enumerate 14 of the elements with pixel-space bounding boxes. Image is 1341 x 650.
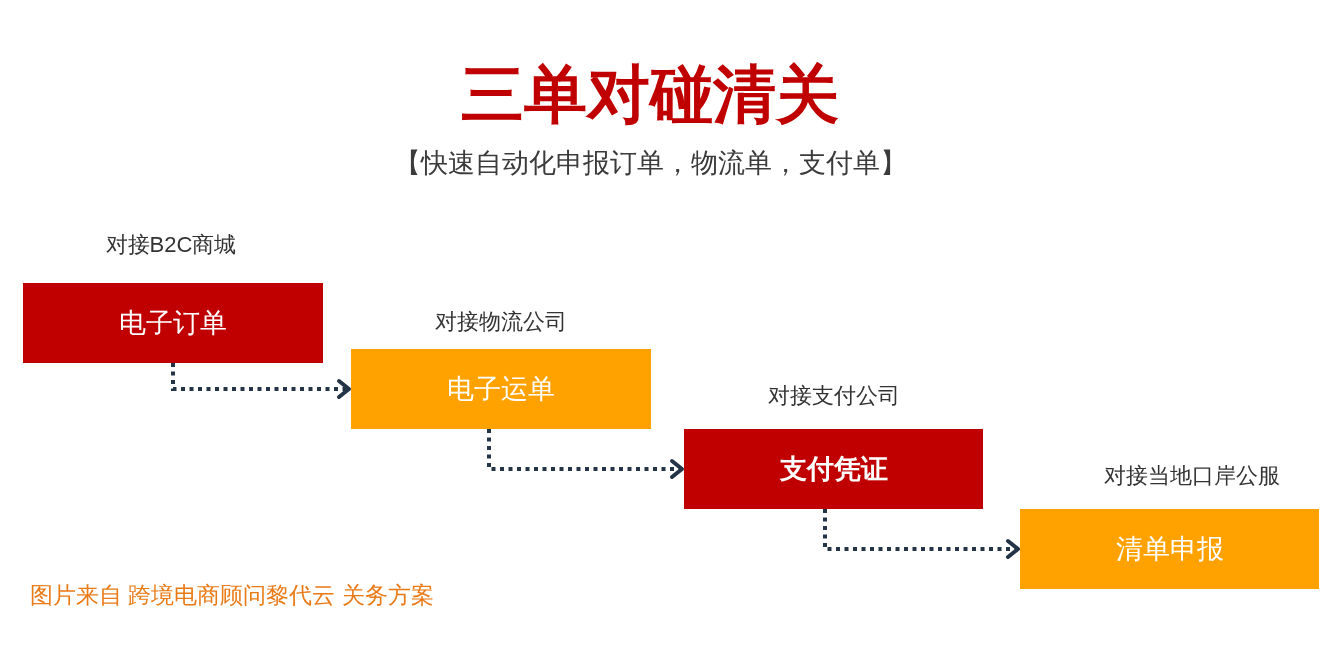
- title: 三单对碰清关: [461, 58, 839, 132]
- credit-text: 图片来自 跨境电商顾问黎代云 关务方案: [30, 582, 434, 610]
- subtitle: 【快速自动化申报订单，物流单，支付单】: [393, 146, 907, 180]
- step-box: 电子运单: [351, 349, 651, 429]
- dotted-arrow: [487, 429, 684, 479]
- caption-text: 对接B2C商城: [105, 231, 237, 259]
- caption-text: 对接支付公司: [768, 382, 900, 410]
- caption-text: 对接物流公司: [435, 308, 567, 336]
- step-box: 清单申报: [1020, 509, 1319, 589]
- dotted-arrow: [171, 363, 351, 399]
- step-box: 支付凭证: [684, 429, 983, 509]
- dotted-arrow: [823, 509, 1020, 559]
- step-box: 电子订单: [23, 283, 323, 363]
- caption-text: 对接当地口岸公服: [1104, 462, 1280, 490]
